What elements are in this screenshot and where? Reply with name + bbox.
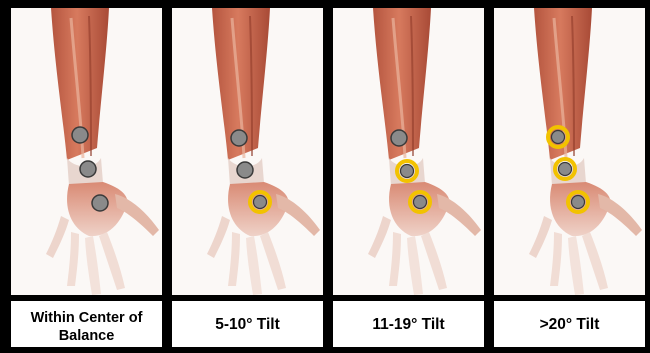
finger-ring (550, 232, 562, 286)
point-wrist (237, 162, 253, 178)
point-palm (92, 195, 108, 211)
finger-ring (389, 232, 401, 286)
point-palm (572, 196, 585, 209)
point-palm (414, 196, 427, 209)
finger-pinky (46, 216, 69, 258)
finger-ring (228, 232, 240, 286)
finger-middle (407, 236, 423, 295)
point-palm (254, 196, 267, 209)
arm-illustration (494, 8, 645, 295)
finger-ring (67, 232, 79, 286)
point-forearm (231, 130, 247, 146)
point-forearm (72, 127, 88, 143)
panel-4-label: >20° Tilt (540, 315, 600, 334)
finger-index (260, 232, 286, 290)
panel-1 (11, 8, 162, 295)
point-wrist (401, 165, 414, 178)
palm (228, 182, 288, 236)
finger-pinky (529, 216, 552, 258)
finger-middle (85, 236, 101, 295)
arm-illustration (11, 8, 162, 295)
panel-2-label-cell: 5-10° Tilt (172, 301, 323, 347)
finger-middle (246, 236, 262, 295)
finger-middle (568, 236, 584, 295)
palm (550, 182, 610, 236)
arm-illustration (333, 8, 484, 295)
finger-pinky (368, 216, 391, 258)
point-wrist (80, 161, 96, 177)
point-forearm (552, 131, 565, 144)
panel-4 (494, 8, 645, 295)
panel-1-label-cell: Within Center of Balance (11, 301, 162, 347)
panel-3-label: 11-19° Tilt (372, 315, 444, 334)
panel-2 (172, 8, 323, 295)
panel-2-label: 5-10° Tilt (215, 315, 280, 334)
panel-1-label: Within Center of Balance (11, 309, 162, 345)
finger-index (99, 232, 125, 290)
panel-3 (333, 8, 484, 295)
arm-illustration (172, 8, 323, 295)
point-forearm (391, 130, 407, 146)
panel-4-label-cell: >20° Tilt (494, 301, 645, 347)
finger-index (582, 232, 608, 290)
finger-index (421, 232, 447, 290)
panel-3-label-cell: 11-19° Tilt (333, 301, 484, 347)
point-wrist (559, 163, 572, 176)
finger-pinky (207, 216, 230, 258)
